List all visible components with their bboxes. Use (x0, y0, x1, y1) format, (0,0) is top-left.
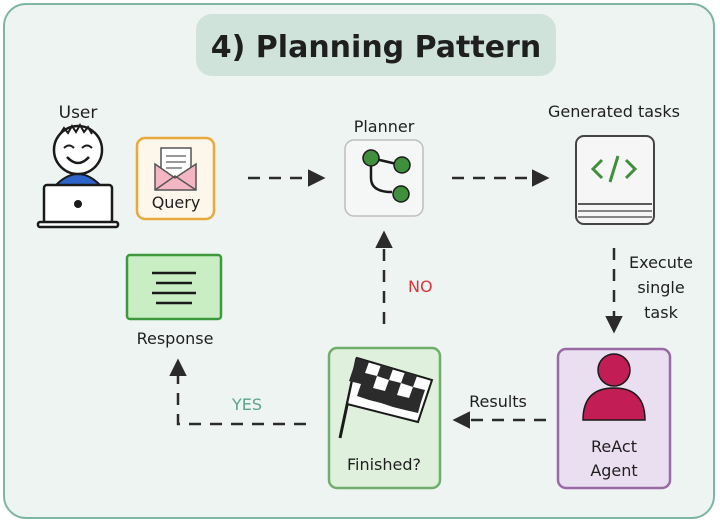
finished-node: Finished? (327, 346, 442, 490)
user-at-laptop-icon (36, 122, 120, 229)
checkered-flag-icon (338, 356, 434, 439)
user-node: User (36, 103, 120, 229)
finished-label: Finished? (347, 455, 421, 474)
text-lines-icon (152, 271, 196, 305)
query-label: Query (152, 193, 201, 212)
title-text: 4) Planning Pattern (211, 30, 541, 65)
query-node: Query (135, 136, 216, 221)
edge-label-yes: YES (231, 395, 262, 414)
planner-node: Planner (344, 117, 424, 217)
envelope-letter-icon (154, 147, 197, 191)
react-agent-label-line1: ReAct (591, 437, 637, 456)
title-pill (196, 14, 556, 76)
user-label: User (59, 103, 98, 123)
edge-label-execute-line2: single (637, 278, 684, 297)
react-agent-node: ReAct Agent (556, 347, 672, 490)
code-book-icon (575, 135, 655, 225)
generated-tasks-node: Generated tasks (548, 102, 680, 225)
generated-tasks-label: Generated tasks (548, 102, 680, 121)
canvas-background (3, 3, 715, 519)
edge-label-execute-line1: Execute (629, 253, 693, 272)
edge-label-results: Results (469, 392, 527, 411)
response-label: Response (137, 329, 214, 348)
branching-nodes-icon (362, 149, 411, 203)
planner-label: Planner (354, 117, 415, 136)
edge-finished-to-response (169, 358, 306, 426)
edge-label-execute-line3: task (644, 303, 678, 322)
edge-label-no: NO (408, 277, 433, 296)
person-icon (582, 353, 646, 421)
response-node: Response (125, 253, 223, 348)
react-agent-label-line2: Agent (590, 461, 637, 480)
